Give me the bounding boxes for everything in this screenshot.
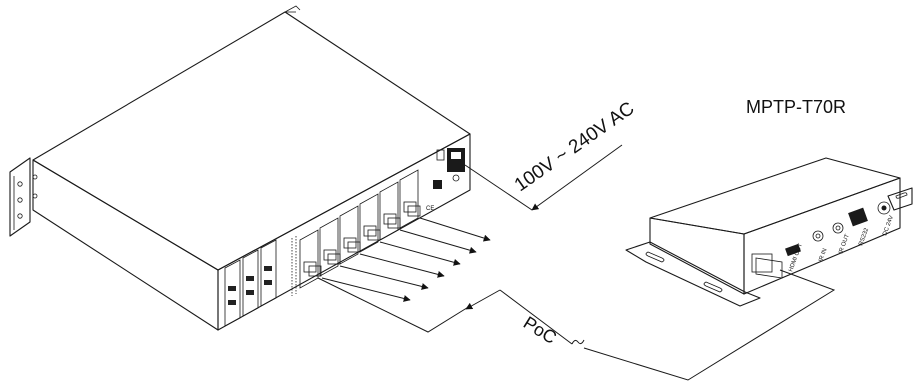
hdmi-port (228, 300, 236, 305)
poc-cable: PoC (317, 269, 836, 381)
output-card (399, 169, 419, 229)
matrix-chassis (32, 5, 471, 331)
input-card (260, 239, 277, 307)
output-port (383, 213, 397, 225)
power-module: CE (426, 148, 465, 212)
poc-label: PoC (520, 312, 560, 348)
fuse-holder (433, 180, 442, 189)
input-card (224, 259, 241, 327)
cable-break-icon (571, 339, 585, 345)
signal-arrow (419, 217, 491, 242)
connector-plug (407, 205, 421, 217)
rs232-label: RS232 (858, 227, 870, 247)
hdmi-out-port (785, 243, 801, 257)
output-cards (291, 169, 419, 296)
ir-in-jack (812, 230, 824, 242)
power-arrow (531, 144, 623, 211)
rack-ear-hole (17, 197, 23, 203)
receiver-model-label: MPTP-T70R (746, 97, 846, 117)
chassis-left-side (32, 159, 219, 331)
poc-port (751, 253, 773, 273)
output-port (363, 225, 377, 237)
rack-ear-hole (17, 181, 23, 187)
receiver-front-panel (743, 177, 901, 295)
output-card (379, 181, 399, 241)
signal-arrow (379, 241, 461, 266)
rack-ear-hole (32, 193, 38, 199)
connector-plug (367, 229, 381, 241)
hdmi-port (246, 276, 254, 281)
hdmi-port (228, 286, 236, 291)
receiver-plug (755, 257, 783, 279)
hdmi-port (264, 266, 272, 271)
mounting-bracket (625, 241, 761, 307)
signal-arrows (321, 217, 491, 302)
output-card (359, 193, 379, 253)
dc-label: DC 24V (882, 215, 895, 237)
ir-out-label: IR OUT (838, 233, 851, 254)
output-port (403, 201, 417, 213)
power-cable: 100V ~ 240V AC (464, 98, 638, 211)
receiver-side (649, 217, 745, 295)
poc-arrow (465, 289, 501, 310)
mounting-bracket (887, 187, 913, 211)
ir-in-label: IR IN (818, 248, 828, 263)
hdmi-port (264, 280, 272, 285)
dc-jack (877, 201, 891, 215)
output-port (323, 249, 337, 261)
ir-out-jack (832, 222, 844, 234)
connector-plugs (308, 205, 421, 277)
chassis-rear-panel (217, 133, 471, 331)
rs232-terminal (848, 207, 868, 227)
power-socket (447, 148, 465, 172)
output-port (303, 261, 317, 273)
input-card (242, 249, 259, 317)
signal-arrow (339, 265, 429, 290)
rack-ear-hole (32, 174, 38, 180)
rack-ear (9, 157, 38, 237)
output-port (343, 237, 357, 249)
signal-arrow (321, 277, 411, 302)
ground-screw (452, 174, 460, 182)
connector-plug (327, 253, 341, 265)
signal-arrow (359, 253, 445, 278)
output-card (339, 205, 359, 265)
rack-ear-hole (17, 213, 23, 219)
signal-arrow (399, 229, 477, 254)
input-cards (224, 239, 277, 327)
ce-mark: CE (426, 206, 434, 212)
connector-plug (387, 217, 401, 229)
power-switch (436, 149, 445, 161)
receiver-device: HDMI OUT IR IN IR OUT RS232 DC 24V (625, 157, 913, 307)
connector-plug (347, 241, 361, 253)
hdmi-port (246, 290, 254, 295)
connector-plug (308, 265, 322, 277)
output-card (319, 217, 339, 277)
